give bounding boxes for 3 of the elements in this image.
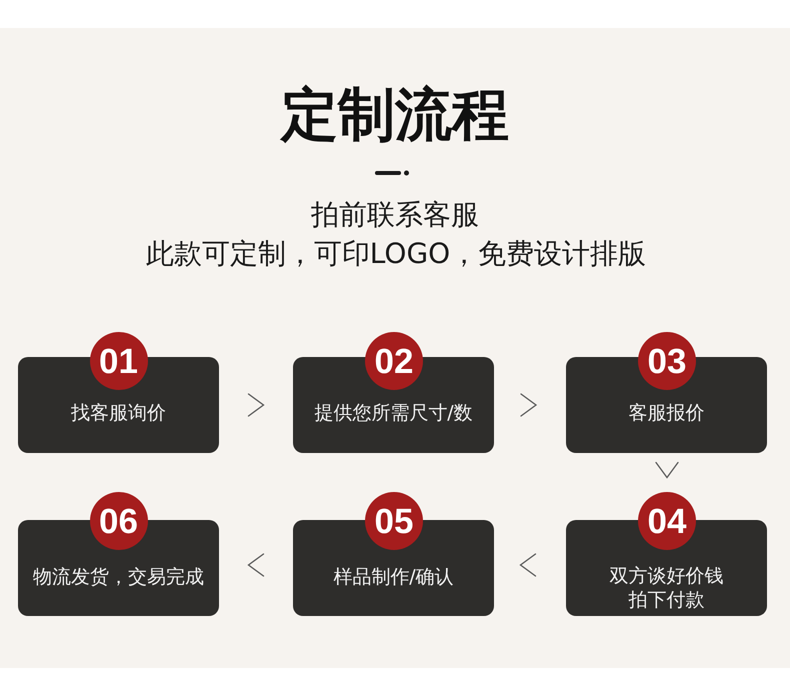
subtitle-text: 拍前联系客服: [311, 198, 479, 232]
title: 定制流程: [281, 83, 509, 147]
subtitle-text: 此款可定制，可印LOGO，免费设计排版: [146, 237, 646, 271]
